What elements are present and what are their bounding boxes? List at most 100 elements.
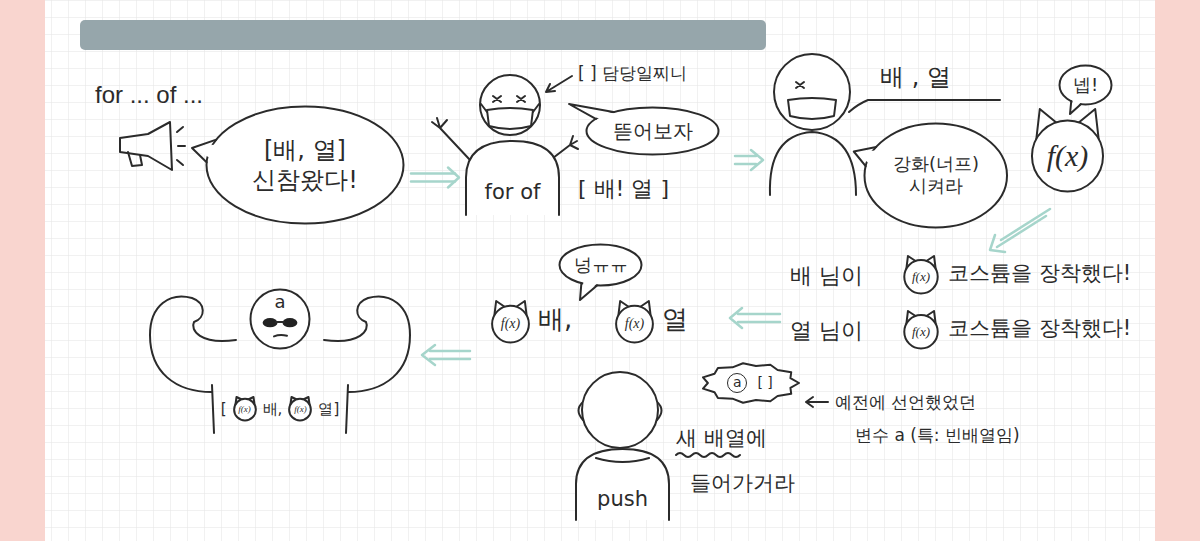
head-outline xyxy=(251,290,310,349)
bubble-outline xyxy=(207,107,404,224)
cat-face xyxy=(234,399,256,421)
muscle-arm xyxy=(150,297,236,392)
note-text: 배 님이 xyxy=(790,262,863,290)
bubble-tail-fill xyxy=(569,104,618,120)
bubble-tail-fill xyxy=(854,150,884,167)
wavy-underline xyxy=(676,453,740,457)
cat-face xyxy=(290,399,312,421)
megaphone-handle xyxy=(128,152,142,166)
function-cat: f(x) xyxy=(1025,108,1110,193)
node-text: 넝ㅠㅠ xyxy=(574,254,628,277)
bubble-outline xyxy=(560,245,642,286)
character-head xyxy=(480,75,540,135)
bubble-tail-fill xyxy=(1070,99,1081,114)
speech-bubble: 뜯어보자 xyxy=(585,106,720,156)
cat-face xyxy=(616,306,653,343)
node-text: for of xyxy=(485,179,541,205)
note-text: 배 , 열 xyxy=(880,62,951,92)
function-cat: f(x) xyxy=(230,396,260,422)
function-cat: f(x) xyxy=(488,300,533,344)
node-text: 뜯어보자 xyxy=(613,119,693,144)
pointer-line xyxy=(849,100,1000,112)
collar xyxy=(596,458,649,462)
note-text: 변수 a (특: 빈배열임) xyxy=(855,425,1020,446)
double-arrow xyxy=(730,308,780,328)
muscle-head: a xyxy=(249,288,311,350)
arrow-shaft xyxy=(411,180,455,183)
bubble-tail xyxy=(1070,101,1081,114)
node-text: f(x) xyxy=(501,315,520,333)
node-text: a xyxy=(727,373,747,393)
node-text: 강화(너프) 시켜라 xyxy=(886,153,986,198)
node-text: push xyxy=(597,486,648,512)
arm xyxy=(432,118,470,160)
face-mask xyxy=(487,108,533,129)
arm xyxy=(553,136,578,158)
eyes xyxy=(796,82,804,88)
note-text: 코스튬을 장착했다! xyxy=(948,315,1131,341)
muscle-torso: [배,열]f(x)f(x) xyxy=(200,385,360,433)
cat-face xyxy=(1032,120,1103,191)
leader-arrow xyxy=(546,76,572,92)
bubble-outline xyxy=(865,123,1008,227)
sound-lines xyxy=(177,127,185,165)
function-cat: f(x) xyxy=(285,396,315,422)
node-text: a xyxy=(274,291,285,314)
bubble-tail-fill xyxy=(580,281,597,300)
character-body: push xyxy=(575,448,670,520)
note-text: 배, xyxy=(538,303,572,336)
body-outline xyxy=(466,141,559,215)
node-text: f(x) xyxy=(912,324,930,340)
note-text: 열 xyxy=(662,303,688,336)
megaphone xyxy=(120,122,172,170)
double-arrow xyxy=(735,150,763,170)
arrow-head xyxy=(448,168,459,188)
mask-strap xyxy=(481,104,539,112)
speech-bubble-outline xyxy=(205,105,405,225)
speech-bubble: 넵! xyxy=(1058,64,1113,106)
note-text: 예전에 선언했었던 xyxy=(835,392,976,413)
torso-outline xyxy=(212,385,348,433)
grid xyxy=(45,0,1155,541)
note-text: for ... of ... xyxy=(95,80,203,110)
ink-drawing xyxy=(120,54,1000,457)
node-text: f(x) xyxy=(912,269,930,285)
eyes xyxy=(493,96,525,102)
sunglasses-bridge xyxy=(276,321,284,323)
spiky-bubble-outline xyxy=(700,362,800,404)
face-mask xyxy=(788,98,836,119)
function-cat: f(x) xyxy=(900,255,942,295)
cat-face xyxy=(492,306,529,343)
node-text: f(x) xyxy=(294,404,307,415)
title-bar xyxy=(80,20,766,50)
node-text: [ ] xyxy=(757,374,772,392)
character-head xyxy=(582,372,658,448)
cat-face xyxy=(904,260,937,293)
leader-arrow xyxy=(806,397,828,407)
character-head xyxy=(774,54,850,130)
bubble-tail xyxy=(569,104,613,119)
node-text: f(x) xyxy=(625,315,644,333)
character-body: for of xyxy=(465,140,560,215)
function-cat: f(x) xyxy=(900,310,942,350)
mouth xyxy=(274,335,287,336)
double-arrow xyxy=(990,209,1050,252)
note-text: 새 배열에 xyxy=(676,425,767,451)
double-arrow xyxy=(422,345,470,365)
arrow-shaft xyxy=(411,172,455,175)
bubble-tail xyxy=(854,146,876,165)
speech-bubble: 넝ㅠㅠ xyxy=(558,243,643,287)
function-cat: f(x) xyxy=(612,300,657,344)
node-text: [ xyxy=(221,400,227,419)
node-text: f(x) xyxy=(1047,137,1089,175)
node-text: f(x) xyxy=(238,404,251,415)
speech-bubble: 강화(너프) 시켜라 xyxy=(863,122,1009,229)
bubble-outline xyxy=(1060,66,1112,105)
node-text: 배, xyxy=(263,400,283,419)
flow-arrow xyxy=(411,168,459,188)
bubble-tail xyxy=(580,283,597,300)
speech-bubble: [배, 열] 신참왔다! xyxy=(205,105,405,225)
node-text: 넵! xyxy=(1073,74,1098,97)
